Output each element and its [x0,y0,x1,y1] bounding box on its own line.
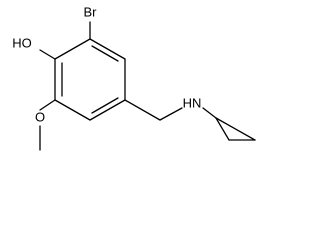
cyclopropyl-bond-3 [215,117,256,141]
amine-label: HN [183,95,202,110]
bromine-label: Br [84,4,98,19]
benzene-ring [54,38,126,121]
bond-c4-ch2 [124,99,161,121]
bond-n-cyclopropyl [202,107,217,119]
bond-ch2-n [159,107,183,121]
hydroxyl-label: HO [12,35,32,50]
ring-double-bond-c4-c5 [91,97,119,114]
structure-canvas: Br HO O HN [12,4,256,151]
ring-bond-c1-c2 [54,38,91,60]
cyclopropyl-ring [215,117,256,141]
bond-c1-oh [39,49,56,60]
cyclopropyl-bond-1 [215,117,230,141]
molecule-structure: Br HO O HN [12,4,256,151]
bond-c6-o [39,99,56,111]
ring-bond-c5-c6 [54,99,91,121]
methoxy-oxygen-label: O [35,109,45,124]
ring-bond-c2-c3 [89,38,126,60]
ring-double-bond-c2-c3 [91,45,119,62]
ring-bond-c4-c5 [89,99,126,121]
